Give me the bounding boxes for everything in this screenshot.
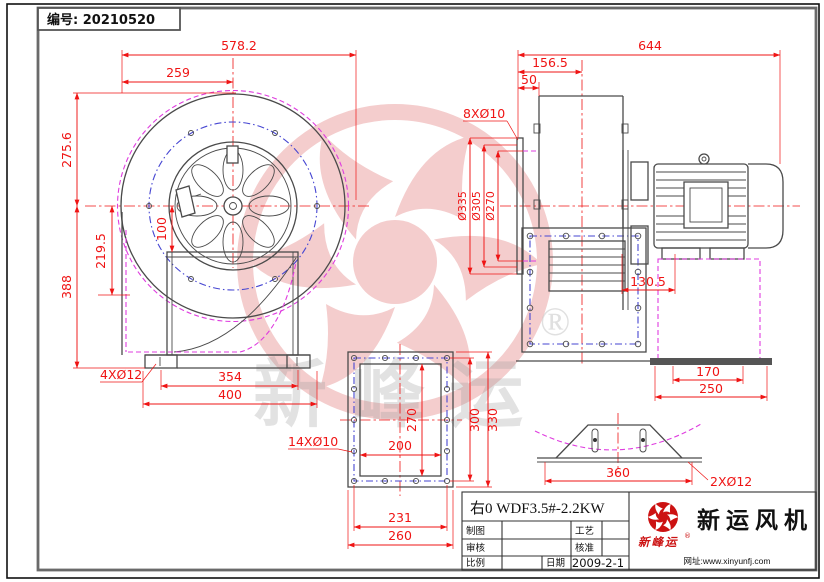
outlet-flange-view: 270 200 300 330 231 260 14XØ10: [288, 344, 500, 549]
motor: [653, 153, 784, 260]
inner-frame: [36, 6, 818, 572]
base-plate-detail: 360 2XØ12: [534, 413, 752, 489]
company-logo-icon: [647, 502, 679, 532]
website-text: 网址:www.xinyunfj.com: [684, 556, 771, 566]
dim-flange-depth: 50: [521, 72, 537, 87]
drawn-label: 制图: [466, 525, 485, 537]
flange-bolt-holes: [350, 354, 451, 485]
dim-foot-span: 354: [218, 369, 242, 384]
watermark-registered-mark: ®: [540, 299, 570, 344]
dim-inlet-od: Ø335: [456, 191, 469, 221]
dim-base-width: 400: [218, 387, 242, 402]
inlet-flange: [516, 137, 524, 275]
date-value: 2009-2-1: [572, 556, 624, 570]
outlet-flange-holes: [526, 232, 642, 348]
checked-label: 审核: [466, 542, 486, 554]
side-view: [500, 60, 800, 366]
dim-axis-to-hole: 219.5: [93, 233, 108, 269]
dim-bolt-width: 231: [388, 510, 412, 525]
outer-border: [6, 3, 820, 579]
terminal-box: [683, 181, 729, 229]
dim-center-offset: 259: [166, 65, 190, 80]
side-view-dimensions: 644 156.5 50 8XØ10 Ø335 Ø305 Ø270 130.5 …: [456, 38, 781, 401]
dim-inlet-holes: 8XØ10: [463, 106, 505, 121]
dim-base-detail-width: 360: [606, 465, 630, 480]
brand-name: 新运风机: [697, 507, 813, 533]
dim-flange-holes: 14XØ10: [288, 434, 338, 449]
dim-inlet-id: Ø270: [484, 191, 497, 221]
dim-axis-to-base: 388: [59, 275, 74, 299]
dim-foot-holes: 4XØ12: [100, 367, 142, 382]
dim-top-to-axis: 275.6: [59, 132, 74, 168]
watermark-script-text: 新峰运: [253, 355, 547, 437]
motor-end-bell: [748, 163, 784, 249]
front-view-dimensions: 578.2 259 275.6 388 219.5 100 4XØ12 354 …: [59, 38, 357, 408]
inlet-bracket: [175, 185, 196, 218]
dim-support-top: 170: [696, 364, 720, 379]
approved-label: 核准: [575, 542, 595, 554]
dim-base-holes: 2XØ12: [710, 474, 752, 489]
dim-opening-width: 200: [388, 438, 412, 453]
watermark-fan-logo-icon: [237, 104, 553, 420]
doc-number-text: 编号: 20210520: [47, 12, 155, 28]
process-label: 工艺: [575, 526, 594, 537]
dim-overall-width: 578.2: [221, 38, 257, 53]
impeller-blades: [176, 149, 290, 263]
dim-axis-to-outlet: 100: [154, 217, 169, 241]
brand-script: 新峰运: [638, 536, 679, 549]
dim-flange-overall-width: 260: [388, 528, 412, 543]
bolt-circle-holes: [146, 130, 320, 282]
scale-label: 比例: [466, 557, 485, 569]
front-view: [85, 58, 370, 369]
dim-bolt-height: 300: [467, 408, 482, 432]
dim-support-base: 250: [699, 381, 723, 396]
model-designation: 右0 WDF3.5#-2.2KW: [470, 500, 605, 517]
louver-panel: [548, 240, 626, 292]
motor-support-base: [650, 358, 772, 365]
lifting-eye-icon: [698, 153, 710, 165]
brand-registered-mark: ®: [684, 532, 691, 540]
title-block: 右0 WDF3.5#-2.2KW 制图 工艺 审核 核准 比例 日期 2009-…: [461, 491, 817, 571]
doc-number-box: 编号: 20210520: [37, 7, 181, 31]
motor-support: [657, 258, 761, 360]
dim-overall-height: 330: [485, 408, 500, 432]
dim-motor-foot-offset: 130.5: [630, 274, 666, 289]
dim-overall-length: 644: [638, 38, 662, 53]
dim-opening-height: 270: [404, 408, 419, 432]
inlet-top-tab: [226, 145, 239, 164]
date-label: 日期: [546, 558, 565, 569]
dim-bolt-circle: Ø305: [470, 191, 483, 221]
dim-axis-offset: 156.5: [532, 55, 568, 70]
